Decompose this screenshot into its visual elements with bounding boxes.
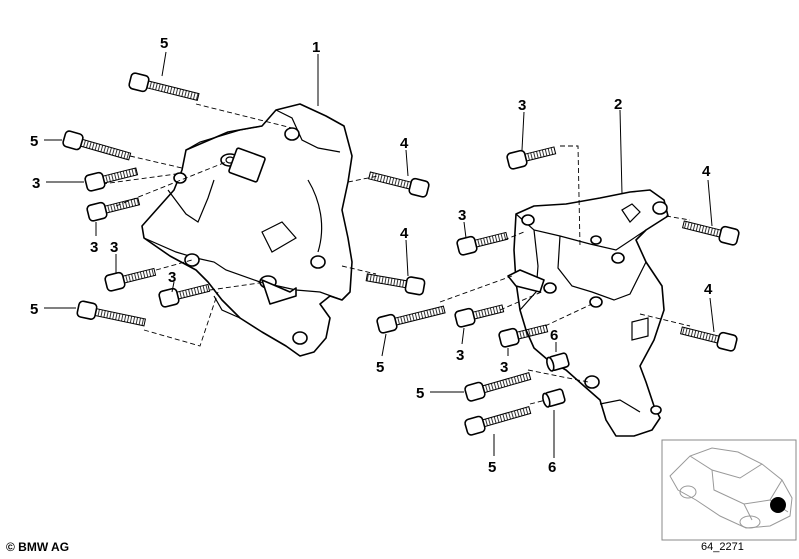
callout-5-top: 5 [160,35,168,52]
bracket-2 [507,189,669,437]
callout-3-right-b: 3 [456,347,464,364]
sleeve-6-upper [546,352,570,372]
callout-3-left-d: 3 [168,269,176,286]
alignment-lines [101,103,691,405]
location-marker-icon [770,497,786,513]
bolt-5-left-lower [76,300,147,327]
bolt-4-lower-right [679,326,738,352]
bolt-3-left-a [84,167,139,192]
callout-5-right-lower: 5 [488,459,496,476]
callout-3-left-b: 3 [90,239,98,256]
bolt-5-top [128,72,200,102]
bolt-5-right-middle [464,372,532,402]
bolt-5-right-upper [376,305,446,334]
bolt-3-right-a [456,231,509,256]
callout-3-right-c: 3 [500,359,508,376]
callout-6-lower: 6 [548,459,556,476]
callout-4-upper-right: 4 [702,163,711,180]
bolt-3-right-c [498,324,549,348]
bolt-3-left-d [158,283,211,308]
callout-3-left-c: 3 [110,239,118,256]
callout-5-left-upper: 5 [30,133,38,150]
callout-1: 1 [312,39,320,56]
callouts: 1 2 5 5 3 3 3 3 5 4 4 3 3 5 3 3 6 5 5 6 … [30,35,713,476]
callout-6-upper: 6 [550,327,558,344]
callout-5-right-upper: 5 [376,359,384,376]
callout-3-right-a: 3 [458,207,466,224]
callout-4-lower-right: 4 [704,281,713,298]
sleeve-6-lower [542,388,566,408]
bolt-3-right-top [506,146,557,170]
bolt-4-upper-right [681,220,740,246]
callout-3-right-top: 3 [518,97,526,114]
leader-lines [44,51,715,458]
bolt-5-left-upper [62,130,132,161]
callout-3-left-a: 3 [32,175,40,192]
bolt-4-lower-left [365,273,426,296]
bracket-1 [141,103,353,357]
bolt-4-upper-left [368,171,430,198]
callout-2: 2 [614,96,622,113]
callout-4-lower-left: 4 [400,225,409,242]
bolt-3-left-c [104,267,157,292]
diagram-code-label: 64_2271 [701,541,744,553]
locator-inset [661,439,797,541]
bolt-5-right-lower [464,406,532,436]
callout-5-right-middle: 5 [416,385,424,402]
copyright-label: © BMW AG [6,540,70,554]
bolt-3-right-b [454,304,505,328]
callout-5-left-lower: 5 [30,301,38,318]
callout-4-upper-left: 4 [400,135,409,152]
bolt-3-left-b [86,197,141,222]
